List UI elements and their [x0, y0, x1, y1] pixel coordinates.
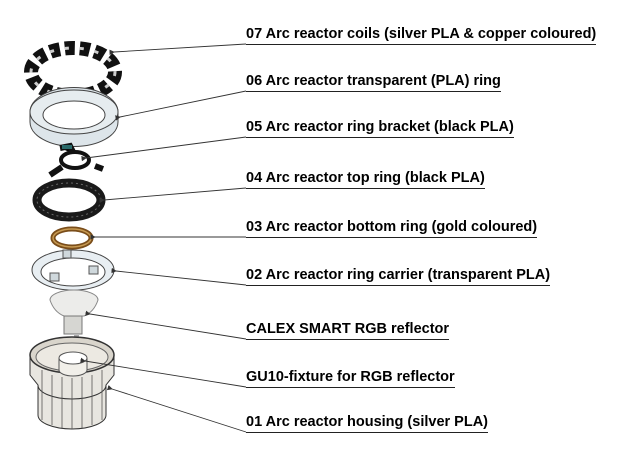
- label-arc-reactor-coils: 07 Arc reactor coils (silver PLA & coppe…: [246, 26, 597, 45]
- label-rgb-reflector: CALEX SMART RGB reflector: [246, 321, 450, 340]
- label-gu10-fixture: GU10-fixture for RGB reflector: [246, 369, 455, 388]
- arc-reactor-housing: [29, 336, 115, 430]
- leader-lines: [80, 43, 247, 433]
- label-arc-reactor-housing: 01 Arc reactor housing (silver PLA): [246, 414, 489, 433]
- top-ring: [32, 178, 106, 222]
- transparent-ring: [29, 86, 119, 148]
- rgb-reflector: [49, 289, 99, 340]
- label-transparent-ring: 06 Arc reactor transparent (PLA) ring: [246, 73, 501, 92]
- label-bottom-ring: 03 Arc reactor bottom ring (gold coloure…: [246, 219, 538, 238]
- ring-carrier: [31, 249, 115, 291]
- ring-bracket: [48, 142, 105, 178]
- bottom-ring: [50, 226, 94, 250]
- label-top-ring: 04 Arc reactor top ring (black PLA): [246, 170, 485, 189]
- label-ring-carrier: 02 Arc reactor ring carrier (transparent…: [246, 267, 551, 286]
- label-ring-bracket: 05 Arc reactor ring bracket (black PLA): [246, 119, 514, 138]
